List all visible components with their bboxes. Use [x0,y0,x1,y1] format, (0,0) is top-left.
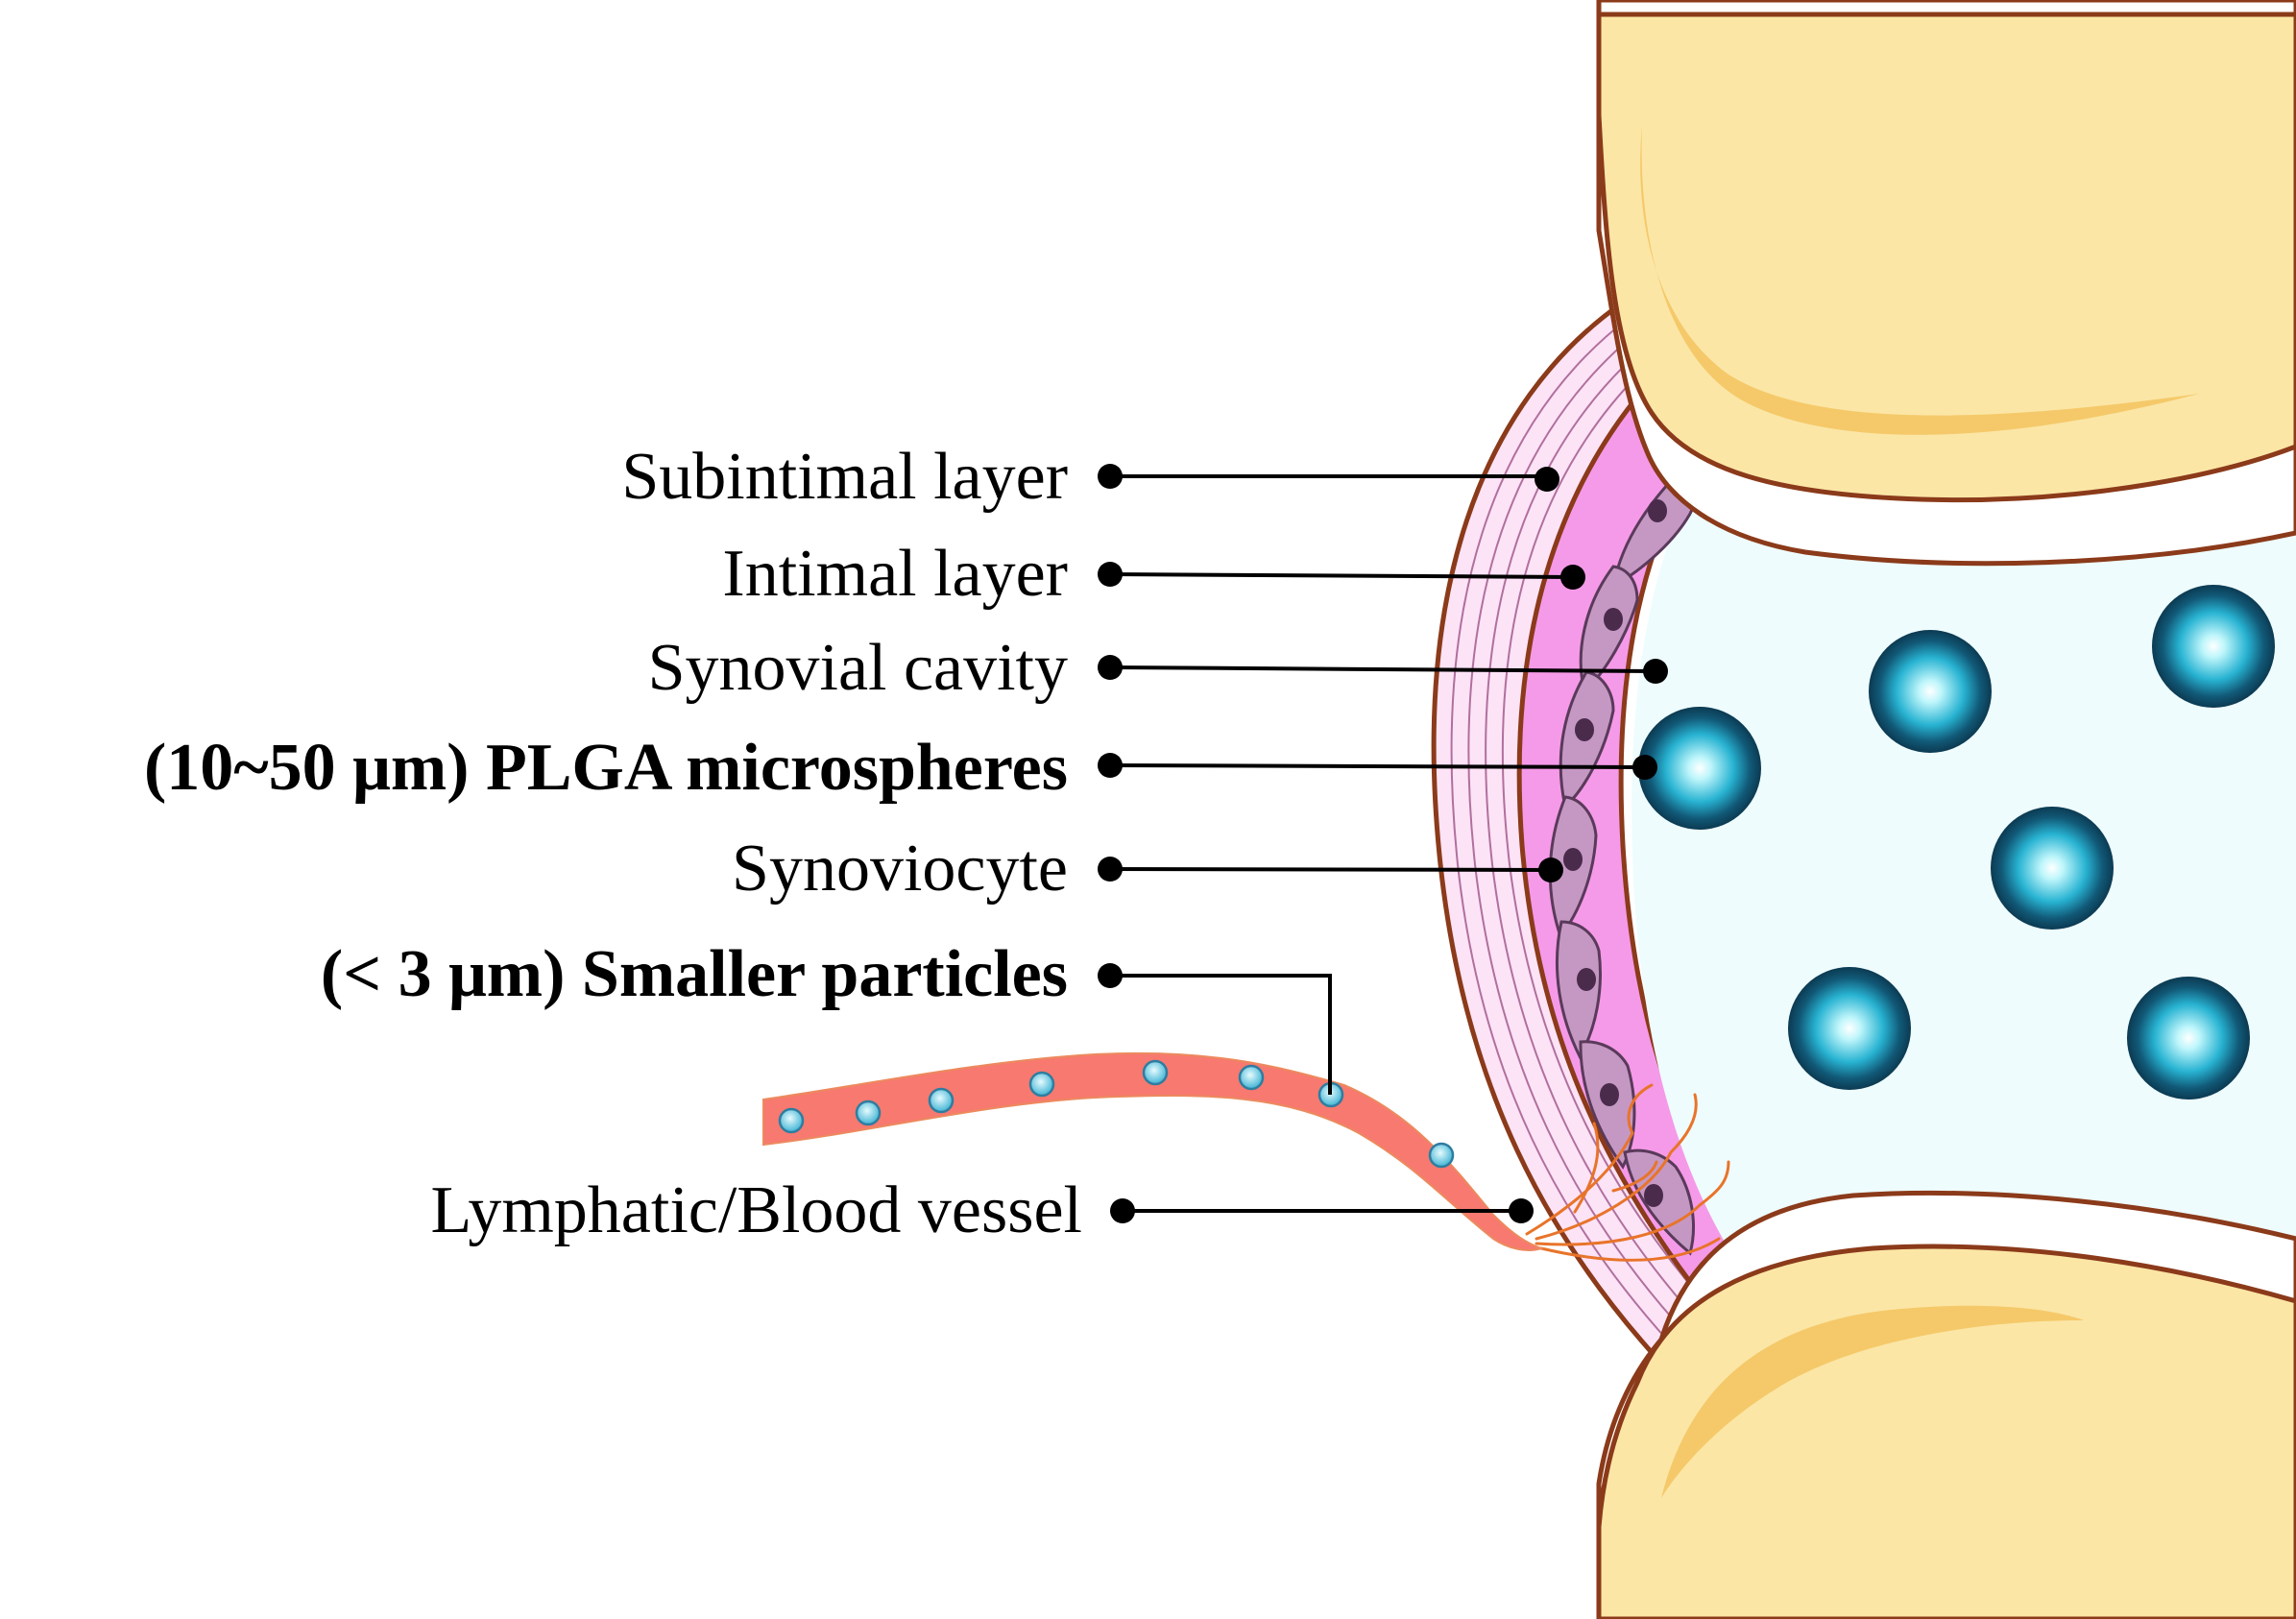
small-particle-icon [1428,1142,1455,1169]
label-vessel: Lymphatic/Blood vessel [430,1173,1534,1247]
label-microspheres: (10~50 μm) PLGA microspheres [144,731,1657,805]
bone-icon [1596,12,2296,503]
microsphere-icon [1638,707,1761,830]
label-subintimal: Subintimal layer [621,440,1559,514]
label-text: Synovial cavity [648,631,1068,705]
label-text: Synoviocyte [732,832,1068,906]
small-particle-icon [778,1107,805,1134]
label-text: Intimal layer [722,537,1068,611]
small-particle-icon [1028,1071,1055,1098]
synoviocyte-lining [1548,464,1699,1256]
label-cavity: Synovial cavity [648,631,1668,705]
small-particle-icon [928,1087,955,1114]
lower-bone [1596,1244,2296,1619]
vessel-tube [762,1051,1545,1251]
synoviocyte-nuclei [1563,499,1667,1207]
small-particle-icon [1142,1059,1169,1086]
label-synoviocyte: Synoviocyte [732,832,1563,906]
synovial-cavity [1631,497,2296,1277]
microsphere-icon [1788,967,1911,1090]
small-particle-icon [855,1099,882,1126]
label-small-particles: (< 3 μm) Smaller particles [321,937,1332,1095]
label-text: (10~50 μm) PLGA microspheres [144,731,1068,805]
microsphere-icon [1869,630,1992,753]
small-particle-icon [1238,1064,1265,1091]
label-text: Lymphatic/Blood vessel [430,1173,1082,1247]
upper-bone-highlight [1640,125,2199,435]
label-text: (< 3 μm) Smaller particles [321,937,1068,1011]
microspheres [1638,585,2275,1099]
microsphere-icon [2152,585,2275,708]
capillaries [1525,1083,1730,1262]
joint-capsule [1431,0,2296,1619]
microsphere-icon [1991,807,2114,930]
lower-bone-highlight [1661,1305,2084,1498]
label-intimal: Intimal layer [722,537,1585,611]
label-text: Subintimal layer [621,440,1068,514]
microsphere-icon [2127,977,2250,1099]
